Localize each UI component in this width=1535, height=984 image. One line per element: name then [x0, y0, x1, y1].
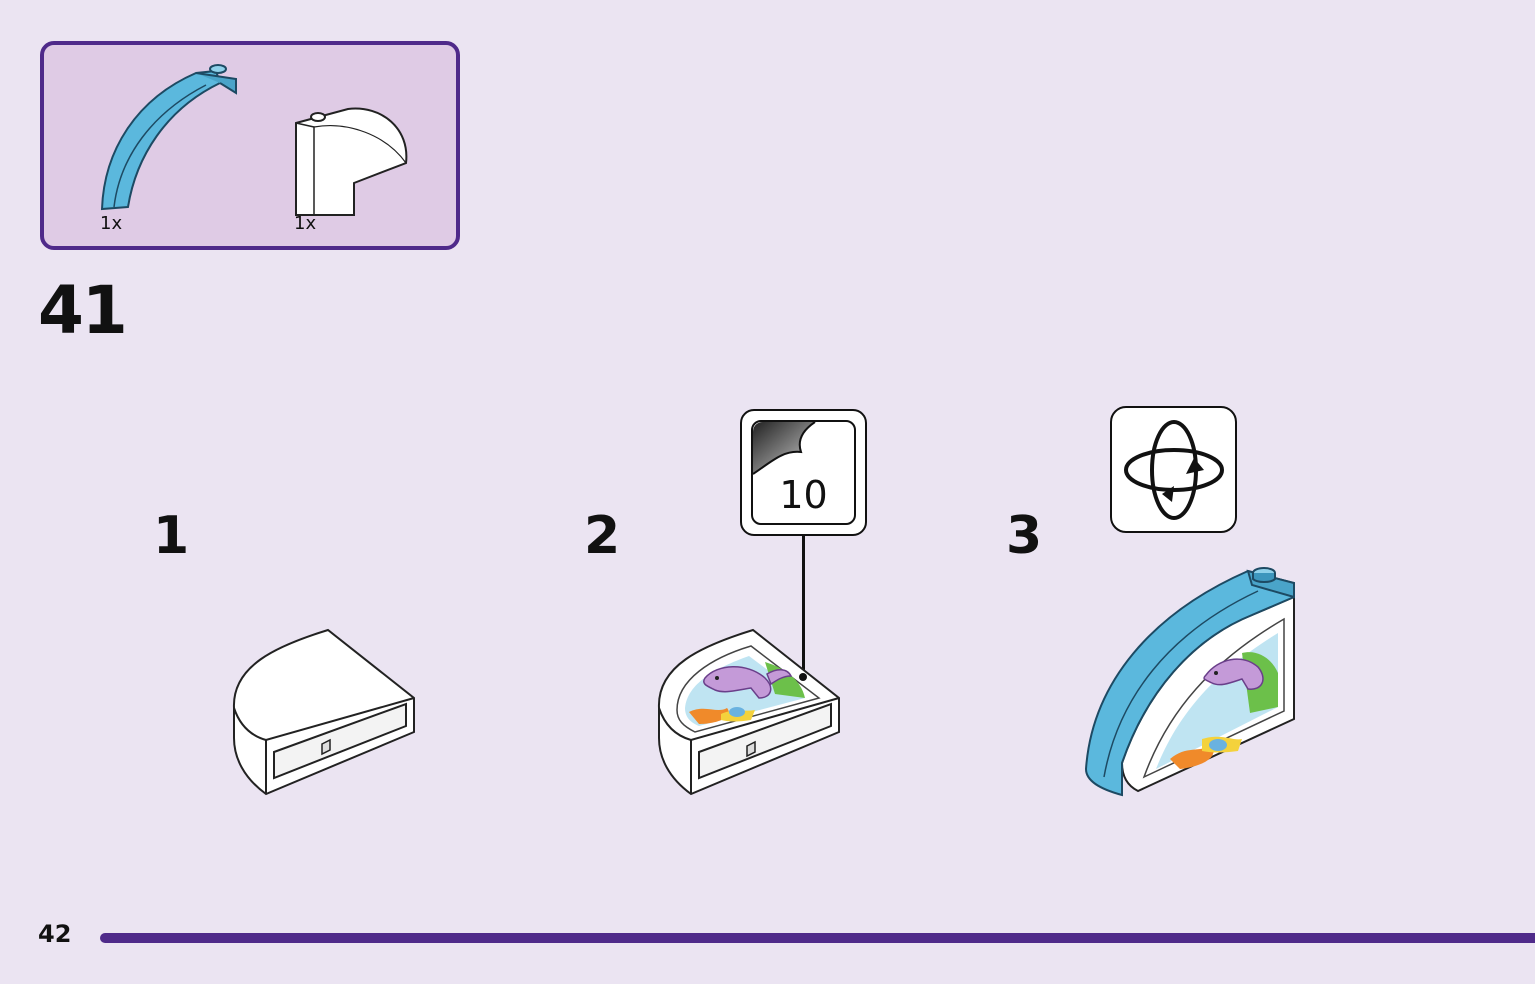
sticker-callout: 10 — [740, 409, 867, 536]
part-quantity: 1x — [100, 213, 123, 234]
substep-number: 1 — [153, 506, 190, 566]
sticker-frame: 10 — [751, 420, 856, 525]
rotate-callout — [1110, 406, 1237, 533]
step-number: 41 — [38, 272, 128, 349]
callout-leader-dot — [799, 673, 807, 681]
assembled-arch-with-sticker-brick — [1082, 563, 1302, 803]
part-quantity: 1x — [294, 213, 317, 234]
callout-leader-line — [802, 535, 805, 677]
parts-list-box: 1x 1x — [40, 41, 460, 250]
footer-rule — [100, 933, 1535, 943]
page-number: 42 — [38, 920, 72, 948]
brick-with-dolphin-sticker — [655, 628, 845, 802]
substep-number: 3 — [1006, 506, 1043, 566]
quarter-round-brick-part-icon — [292, 101, 412, 216]
sticker-peel-icon — [753, 422, 816, 475]
curved-arch-part-icon — [96, 61, 246, 211]
rotate-model-icon — [1124, 420, 1224, 520]
sticker-number: 10 — [779, 473, 828, 517]
white-quarter-round-brick — [230, 628, 420, 802]
substep-number: 2 — [584, 506, 621, 566]
